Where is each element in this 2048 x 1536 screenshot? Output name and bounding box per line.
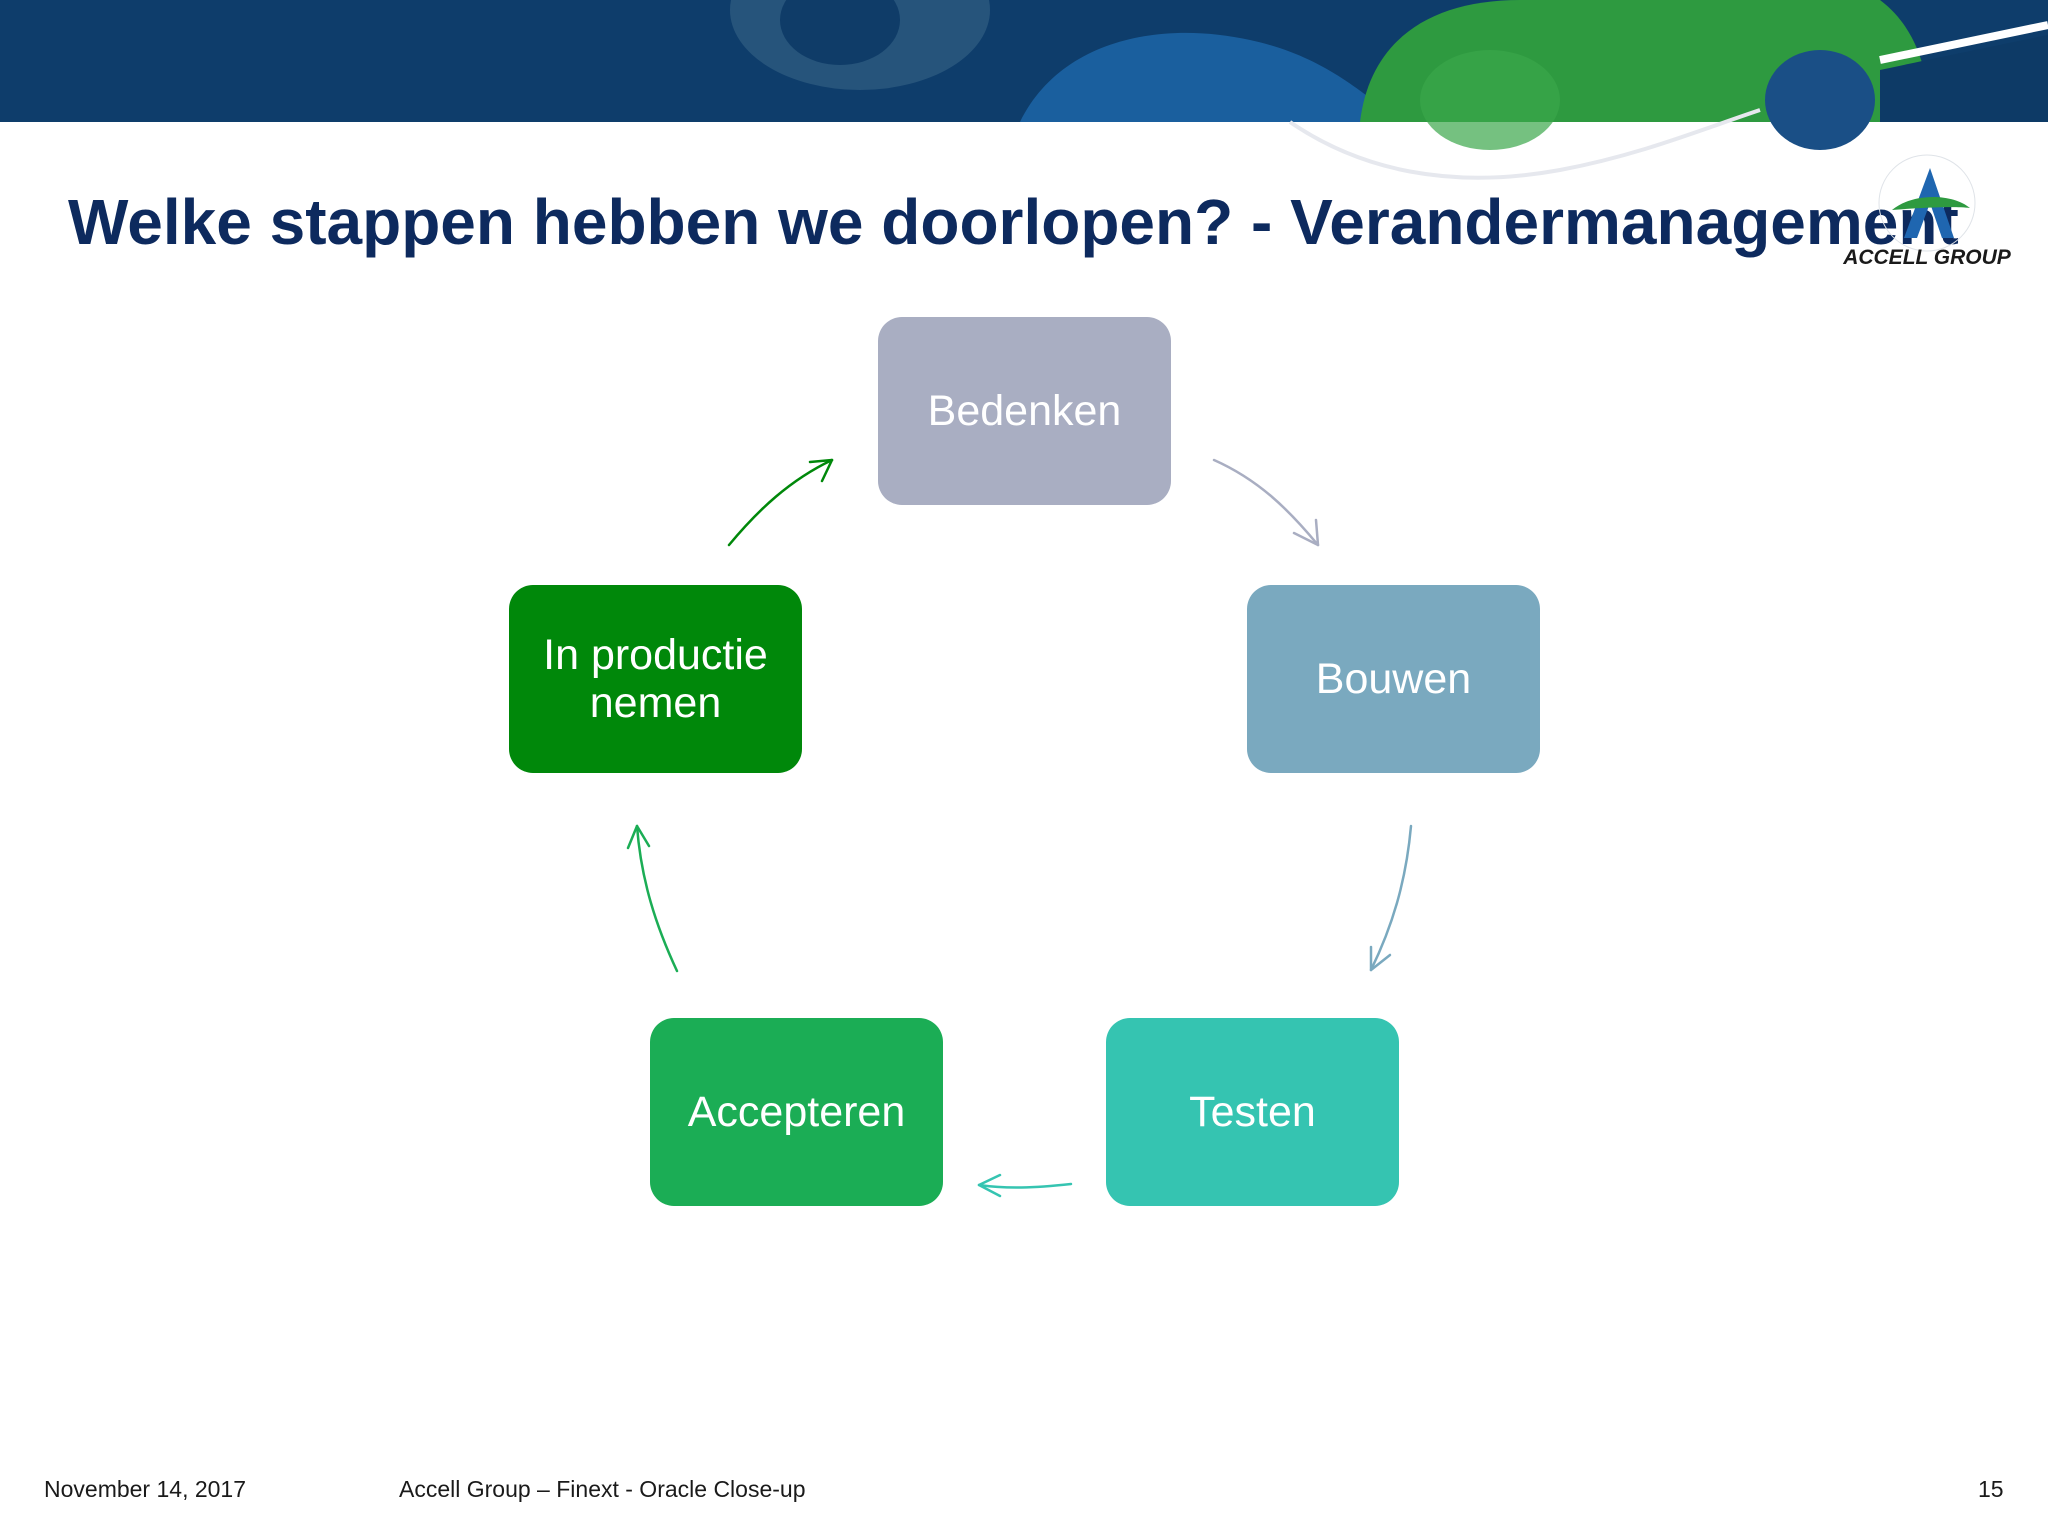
page-number: 15 xyxy=(1978,1474,2004,1504)
arrow-bouwen-to-testen xyxy=(1371,826,1411,970)
step-in-productie-nemen: In productie nemen xyxy=(509,585,802,773)
arrow-accepteren-to-in-productie xyxy=(628,826,677,971)
footer-presentation-title: Accell Group – Finext - Oracle Close-up xyxy=(399,1474,806,1504)
footer-date: November 14, 2017 xyxy=(44,1474,246,1504)
step-accepteren: Accepteren xyxy=(650,1018,943,1206)
step-testen: Testen xyxy=(1106,1018,1399,1206)
arrow-in-productie-to-bedenken xyxy=(729,460,832,545)
arrow-testen-to-accepteren xyxy=(979,1175,1071,1196)
step-bedenken: Bedenken xyxy=(878,317,1171,505)
step-bouwen: Bouwen xyxy=(1247,585,1540,773)
arrow-bedenken-to-bouwen xyxy=(1214,460,1318,545)
